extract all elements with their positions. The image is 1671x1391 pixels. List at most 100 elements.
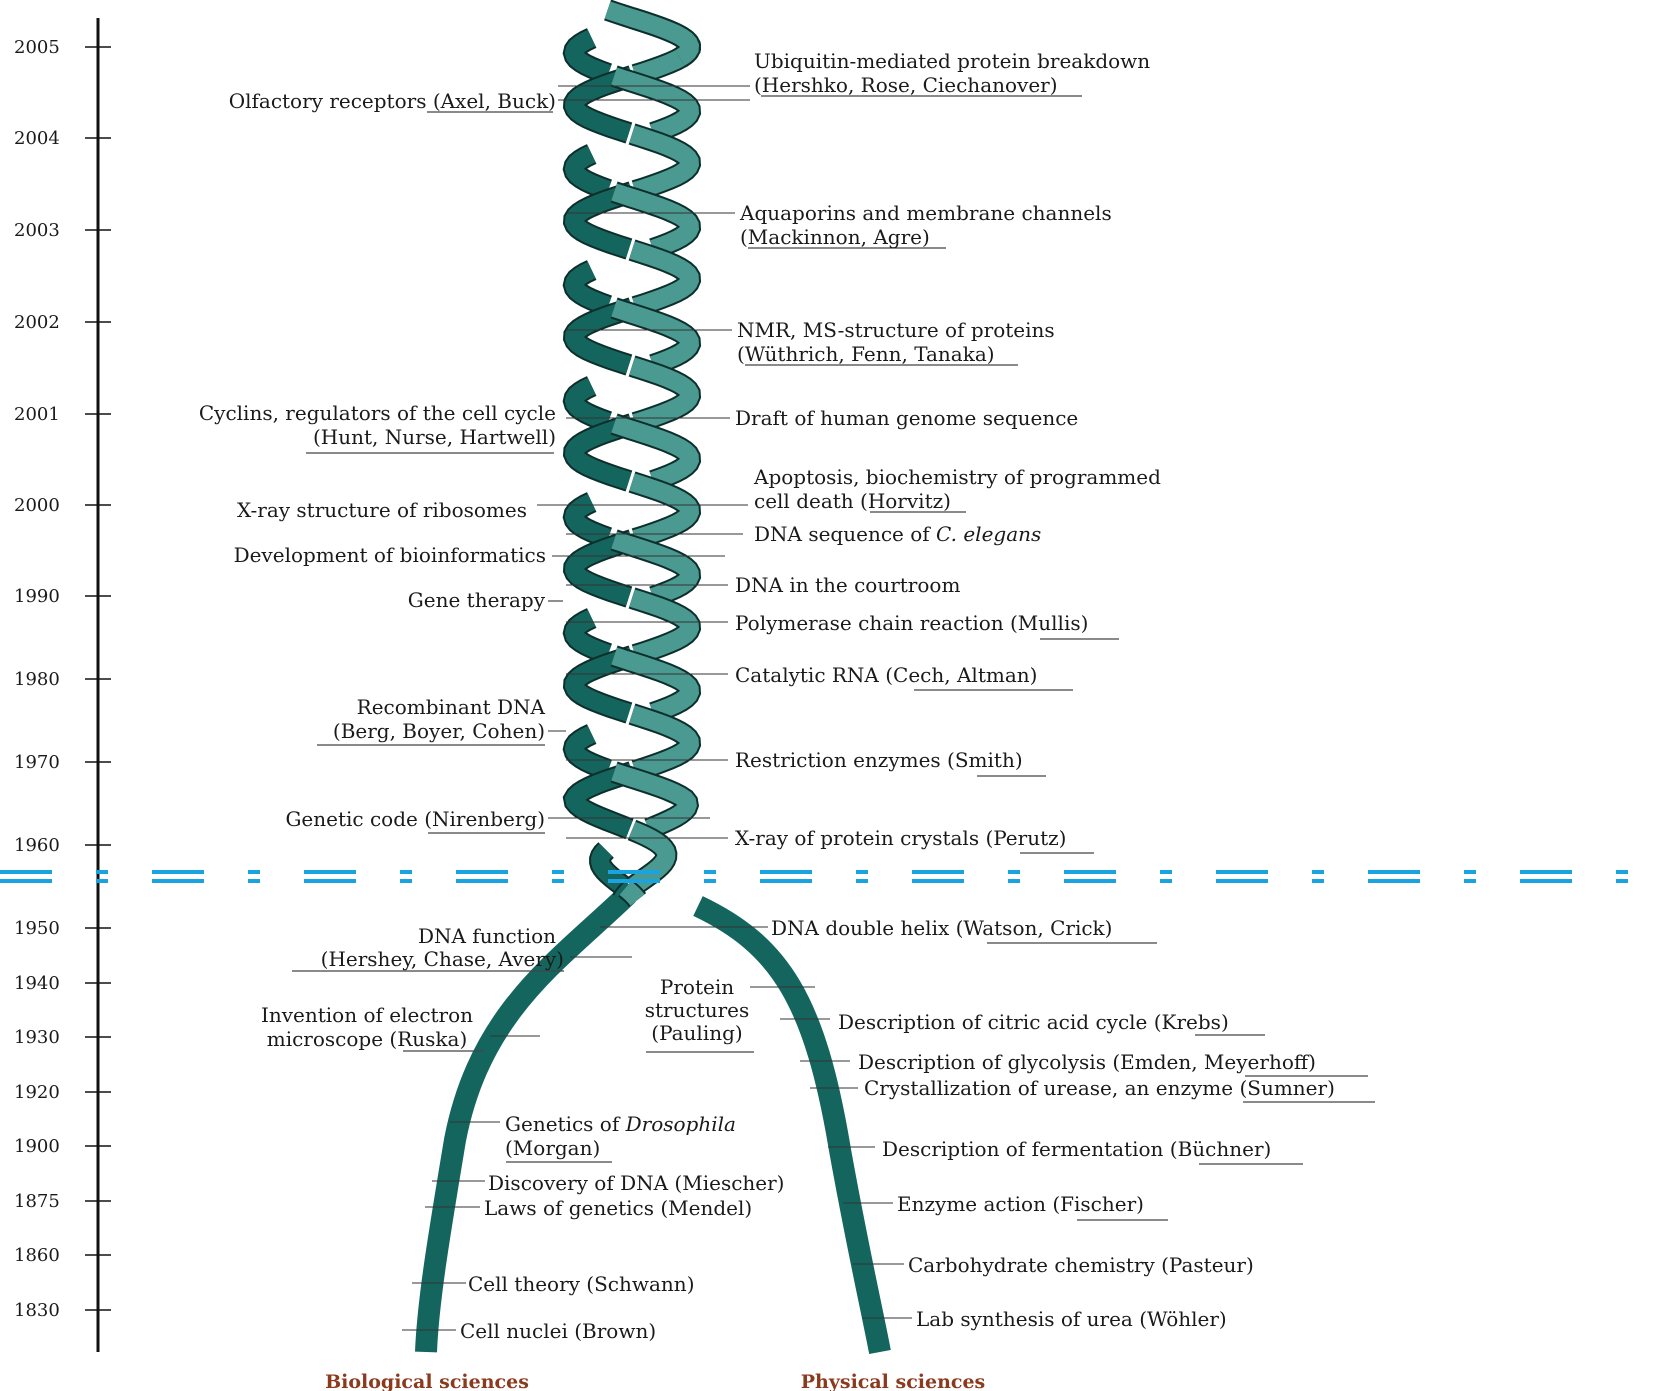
helix-segment-front — [611, 415, 700, 490]
helix-segment-back — [564, 299, 635, 374]
label-apoptosis: Apoptosis, biochemistry of programmed — [753, 465, 1161, 489]
label-drosophila-names: (Morgan) — [505, 1136, 600, 1160]
helix-segment-back — [564, 531, 635, 606]
label-dna-function: DNA function — [418, 924, 556, 948]
label-brown: Cell nuclei (Brown) — [460, 1319, 656, 1343]
label-elegans: DNA sequence of C. elegans — [754, 522, 1041, 546]
label-enzyme-action: Enzyme action (Fischer) — [897, 1192, 1144, 1216]
helix-segment-back — [564, 183, 635, 258]
helix-segment-front — [611, 299, 700, 374]
label-protein-structures-2: structures — [645, 998, 750, 1022]
label-drosophila: Genetics of Drosophila — [505, 1112, 736, 1136]
helix-segment-back — [564, 261, 612, 315]
year-axis: 2005 2004 2003 2002 2001 2000 1990 1980 … — [14, 18, 111, 1352]
label-catalytic-rna: Catalytic RNA (Cech, Altman) — [735, 663, 1037, 687]
label-protein-structures-names: (Pauling) — [651, 1021, 742, 1045]
name-underlines — [292, 95, 1375, 1221]
year-label: 1920 — [14, 1082, 60, 1103]
helix-segment-back — [564, 763, 635, 838]
annotation-labels: Ubiquitin-mediated protein breakdown (He… — [199, 49, 1335, 1343]
label-nmr: NMR, MS-structure of proteins — [737, 318, 1055, 342]
label-urease: Crystallization of urease, an enzyme (Su… — [864, 1076, 1335, 1100]
year-label: 2002 — [14, 312, 60, 333]
helix-segment-back — [564, 145, 612, 199]
year-label: 1900 — [14, 1136, 60, 1157]
year-label: 1875 — [14, 1191, 60, 1212]
axis-ticks — [85, 46, 111, 1311]
helix-segment-back — [564, 609, 612, 663]
label-electron-microscope: Invention of electron — [261, 1003, 473, 1027]
helix-segment-back — [564, 415, 635, 490]
year-label: 2004 — [14, 128, 60, 149]
label-nmr-names: (Wüthrich, Fenn, Tanaka) — [737, 342, 995, 366]
right-strand-physical — [693, 896, 891, 1355]
helix-segment-front — [629, 125, 700, 200]
label-recombinant-names: (Berg, Boyer, Cohen) — [333, 719, 545, 743]
label-bioinformatics: Development of bioinformatics — [234, 543, 546, 567]
label-gene-therapy: Gene therapy — [408, 588, 546, 612]
label-schwann: Cell theory (Schwann) — [468, 1272, 695, 1296]
label-protein-structures: Protein — [660, 975, 734, 999]
label-protein-crystals: X-ray of protein crystals (Perutz) — [735, 826, 1066, 850]
label-electron-microscope-names: microscope (Ruska) — [267, 1027, 468, 1051]
helix-segment-front — [629, 473, 700, 548]
year-label: 2000 — [14, 495, 60, 516]
helix-segment-back — [564, 377, 612, 431]
year-label: 1830 — [14, 1300, 60, 1321]
helix-segment-front — [629, 705, 700, 780]
helix-segment-front — [611, 763, 697, 838]
label-restriction: Restriction enzymes (Smith) — [735, 748, 1023, 772]
helix-front-strand — [604, 0, 702, 907]
label-citric-acid: Description of citric acid cycle (Krebs) — [838, 1010, 1229, 1034]
helix-segment-front — [629, 589, 700, 664]
diverging-strands — [415, 886, 891, 1355]
helix-segment-front — [611, 647, 700, 722]
helix-segment-front — [611, 531, 700, 606]
helix-segment-back — [564, 29, 612, 83]
year-label: 1970 — [14, 752, 60, 773]
label-glycolysis: Description of glycolysis (Emden, Meyerh… — [858, 1050, 1316, 1074]
year-label: 1960 — [14, 835, 60, 856]
year-label: 2003 — [14, 220, 60, 241]
helix-segment-front — [611, 183, 700, 258]
label-recombinant: Recombinant DNA — [357, 695, 546, 719]
label-ubiquitin-names: (Hershko, Rose, Ciechanover) — [754, 73, 1058, 97]
footer-biological-sciences: Biological sciences — [325, 1371, 529, 1391]
year-label: 1860 — [14, 1245, 60, 1266]
label-olfactory: Olfactory receptors (Axel, Buck) — [229, 89, 556, 113]
year-label: 2005 — [14, 37, 60, 58]
label-genetic-code: Genetic code (Nirenberg) — [285, 807, 545, 831]
helix-segment-front — [619, 881, 645, 906]
label-ribosomes: X-ray structure of ribosomes — [237, 498, 527, 522]
year-label: 1930 — [14, 1027, 60, 1048]
label-fermentation: Description of fermentation (Büchner) — [882, 1137, 1271, 1161]
helix-segment-front — [629, 241, 700, 316]
year-label: 2001 — [14, 404, 60, 425]
label-miescher: Discovery of DNA (Miescher) — [488, 1171, 784, 1195]
label-aquaporins-names: (Mackinnon, Agre) — [740, 225, 930, 249]
label-genome: Draft of human genome sequence — [735, 406, 1078, 430]
helix-segment-back — [564, 725, 612, 779]
label-mendel: Laws of genetics (Mendel) — [484, 1196, 752, 1220]
helix-segment-back — [564, 647, 635, 722]
helix-back-strand — [562, 28, 640, 906]
helix-segment-front — [627, 821, 676, 895]
helix-segment-back — [564, 493, 612, 547]
year-label: 1950 — [14, 918, 60, 939]
label-urea: Lab synthesis of urea (Wöhler) — [916, 1307, 1227, 1331]
label-cyclins-names: (Hunt, Nurse, Hartwell) — [313, 425, 556, 449]
label-double-helix: DNA double helix (Watson, Crick) — [771, 916, 1112, 940]
helix-tip — [604, 1, 700, 66]
leader-lines — [402, 85, 912, 1331]
year-label: 1980 — [14, 669, 60, 690]
helix-segment-front — [629, 357, 700, 432]
dashed-divider — [0, 870, 1671, 883]
label-courtroom: DNA in the courtroom — [735, 573, 960, 597]
label-carbohydrate: Carbohydrate chemistry (Pasteur) — [908, 1253, 1254, 1277]
label-cyclins: Cyclins, regulators of the cell cycle — [199, 401, 556, 425]
footer-physical-sciences: Physical sciences — [801, 1371, 986, 1391]
year-label: 1990 — [14, 586, 60, 607]
left-strand-biological — [415, 886, 636, 1353]
label-aquaporins: Aquaporins and membrane channels — [739, 201, 1112, 225]
